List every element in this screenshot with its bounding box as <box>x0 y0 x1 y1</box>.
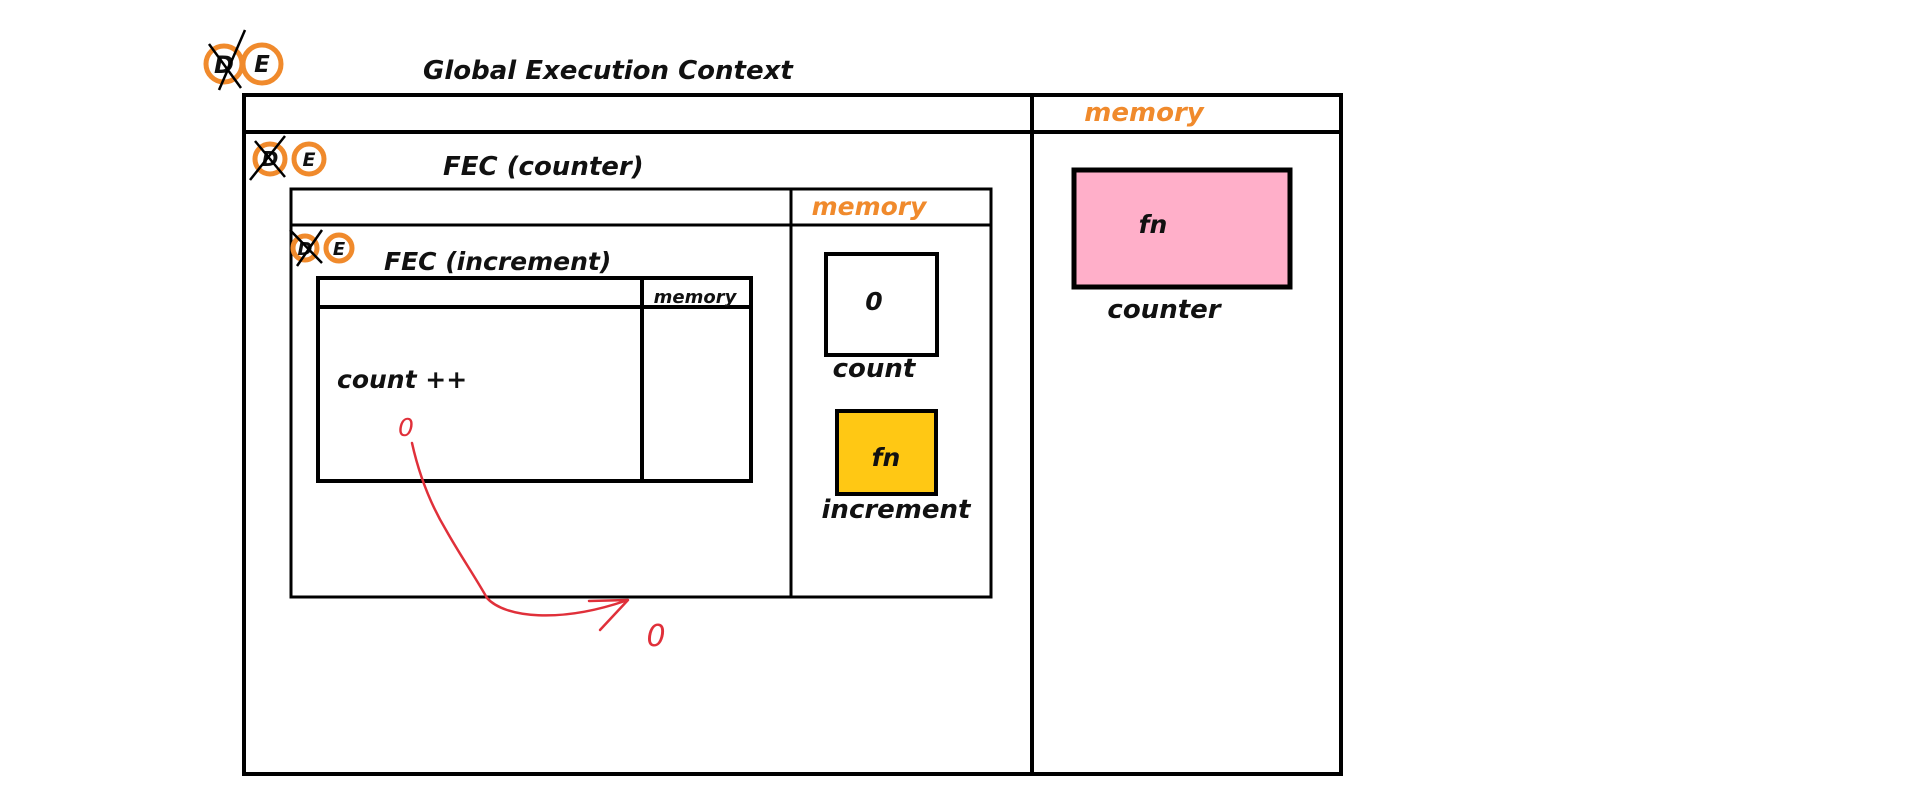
flow-arrow <box>410 441 627 617</box>
global-context-title: Global Execution Context <box>423 56 794 86</box>
fec-increment-title: FEC (increment) <box>384 247 611 276</box>
fec-increment-phase-e-letter: E <box>333 239 346 260</box>
fec-counter-title: FEC (counter) <box>443 152 644 182</box>
global-phase-e-letter: E <box>254 52 270 78</box>
fec-counter-phase-d-cross-mark <box>254 140 286 178</box>
fec-increment-box <box>316 276 753 483</box>
count-value: 0 <box>865 287 882 316</box>
fec-counter-phase-markers: D E <box>249 135 327 181</box>
increment-fn-value: fn <box>872 443 901 472</box>
fec-increment-phase-d-circle <box>290 233 320 263</box>
fec-increment-phase-d-letter: D <box>298 239 313 260</box>
fec-increment-memory-label: memory <box>654 287 738 308</box>
count-name: count <box>833 354 917 384</box>
fec-counter-phase-d-cross-mark <box>249 135 286 181</box>
count-value-box <box>824 252 939 357</box>
counter-name: counter <box>1107 295 1222 325</box>
flow-arrowhead <box>587 598 630 632</box>
increment-code-line: count ++ <box>337 365 467 394</box>
fec-counter-memory-label: memory <box>812 192 929 221</box>
fec-increment-phase-e-circle <box>323 232 355 264</box>
global-phase-d-cross-mark <box>217 29 247 91</box>
result-value-annotation: 0 <box>646 619 665 654</box>
fec-counter-phase-d-circle <box>252 141 288 177</box>
increment-fn-box <box>835 409 938 496</box>
fec-counter-box <box>289 187 993 599</box>
counter-fn-box <box>1071 167 1293 290</box>
global-context-box <box>242 93 1343 776</box>
read-value-annotation: 0 <box>398 413 414 442</box>
fec-counter-phase-e-letter: E <box>303 149 316 171</box>
fec-increment-phase-d-cross-mark <box>295 229 324 267</box>
fec-increment-phase-d-cross-mark <box>289 229 323 264</box>
counter-fn-value: fn <box>1139 210 1168 239</box>
global-phase-markers: D E <box>203 29 284 91</box>
global-phase-e-circle <box>240 42 284 86</box>
fec-increment-phase-markers: D E <box>289 229 355 267</box>
fec-counter-phase-e-circle <box>291 141 327 177</box>
increment-name: increment <box>822 495 973 525</box>
global-memory-label: memory <box>1084 98 1205 128</box>
global-phase-d-cross-mark <box>207 43 243 89</box>
